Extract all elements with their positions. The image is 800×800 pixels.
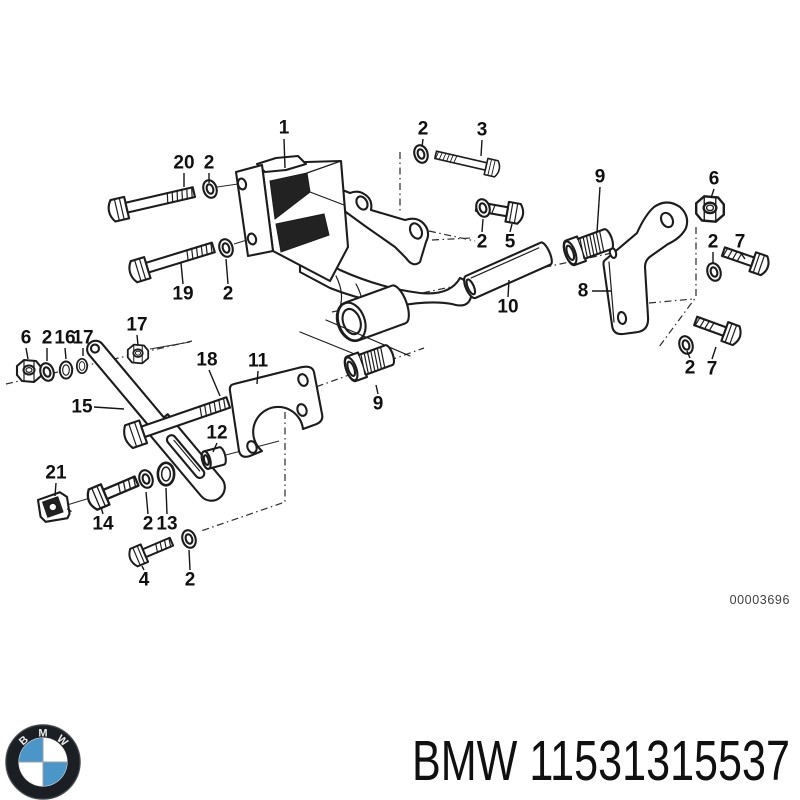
spacer-part-12 — [200, 446, 227, 470]
label-leader-line — [180, 262, 184, 285]
label-leader-line — [225, 258, 229, 285]
label-leader-line — [93, 406, 125, 410]
label-leader-line — [596, 186, 601, 233]
footer: B M W BMW 11531315537 — [5, 724, 790, 800]
part-label-2: 2 — [708, 232, 719, 253]
part-label-2: 2 — [418, 119, 429, 140]
lock-washer-2f — [675, 333, 697, 357]
label-leader-line — [256, 370, 259, 385]
part-label-6: 6 — [709, 169, 720, 190]
label-leader-line — [141, 565, 145, 571]
spacer-tube-part-10 — [463, 241, 553, 300]
part-number-text: BMW 11531315537 — [412, 729, 790, 793]
lock-washer-2i — [178, 527, 200, 551]
support-bracket-part-8 — [602, 201, 689, 336]
lock-washer-2g — [36, 360, 58, 384]
bolt-14 — [83, 469, 143, 513]
label-leader-line — [507, 279, 510, 298]
bracket-part-1 — [234, 154, 473, 358]
lock-washer-2b — [215, 236, 237, 260]
part-label-2: 2 — [685, 358, 696, 379]
label-leader-line — [64, 347, 67, 360]
label-leader-line — [208, 369, 221, 397]
hex-nut-6-left — [15, 358, 43, 384]
part-label-7: 7 — [707, 359, 718, 380]
part-label-14: 14 — [92, 514, 114, 535]
hex-nut-6-right — [694, 195, 726, 223]
label-leader-line — [165, 487, 168, 515]
part-label-17: 17 — [72, 328, 93, 349]
part-label-5: 5 — [505, 232, 516, 253]
part-label-16: 16 — [54, 328, 75, 349]
label-leader-line — [739, 251, 746, 260]
part-label-6: 6 — [21, 328, 32, 349]
part-label-11: 11 — [248, 351, 269, 372]
part-label-18: 18 — [196, 350, 217, 371]
bolt-20 — [105, 180, 198, 224]
part-label-3: 3 — [477, 120, 488, 141]
part-label-20: 20 — [173, 153, 194, 174]
label-leader-line — [480, 139, 483, 157]
part-label-2: 2 — [143, 514, 154, 535]
part-label-15: 15 — [71, 397, 93, 418]
drawing-number: 00003696 — [730, 593, 790, 607]
square-nut-part-21 — [36, 491, 72, 523]
part-label-2: 2 — [223, 284, 234, 305]
logo-letter-m: M — [38, 728, 47, 740]
label-leader-line — [25, 347, 29, 360]
lock-washer-2e — [703, 260, 725, 284]
label-leader-line — [212, 442, 218, 453]
washer-16 — [58, 360, 74, 380]
washer-13 — [156, 461, 176, 487]
bolt-3 — [432, 146, 502, 179]
label-leader-line — [188, 549, 191, 571]
lock-washer-2a — [199, 177, 221, 201]
label-leader-line — [54, 482, 57, 497]
part-label-19: 19 — [172, 284, 193, 305]
bmw-logo: B M W — [5, 724, 81, 800]
label-leader-line — [283, 138, 286, 169]
label-leader-line — [481, 218, 484, 233]
part-label-2: 2 — [204, 153, 215, 174]
label-leader-line — [421, 138, 424, 148]
label-leader-line — [686, 350, 691, 359]
flange-nut-17a — [75, 357, 89, 375]
bolt-7-lower — [691, 310, 745, 348]
logo-quadrants — [19, 738, 67, 786]
label-leader-line — [100, 506, 104, 515]
part-label-9: 9 — [373, 394, 384, 415]
label-leader-line — [509, 223, 513, 233]
part-label-4: 4 — [139, 570, 150, 591]
bushing-9-lower — [341, 340, 399, 384]
label-leader-line — [711, 346, 717, 360]
label-leader-line — [710, 188, 715, 199]
label-leader-line — [136, 334, 139, 346]
part-label-7: 7 — [735, 232, 746, 253]
bolt-19 — [125, 235, 218, 285]
bolt-7-upper — [719, 241, 773, 278]
part-label-2: 2 — [185, 570, 196, 591]
part-label-8: 8 — [578, 281, 589, 302]
part-label-2: 2 — [477, 232, 488, 253]
lock-washer-2h — [135, 467, 157, 491]
part-label-1: 1 — [279, 118, 290, 139]
part-label-2: 2 — [42, 328, 53, 349]
bolt-4 — [125, 531, 177, 569]
label-leader-line — [145, 491, 149, 515]
part-label-13: 13 — [156, 514, 177, 535]
flange-nut-17b — [126, 343, 150, 365]
label-leader-line — [375, 384, 379, 395]
part-label-17: 17 — [126, 315, 147, 336]
lock-washer-2c — [410, 142, 432, 166]
part-label-10: 10 — [497, 297, 518, 318]
lock-washer-2d — [472, 196, 494, 220]
part-label-21: 21 — [45, 463, 67, 484]
part-label-12: 12 — [206, 423, 227, 444]
plate-part-11 — [228, 365, 324, 458]
part-label-9: 9 — [595, 167, 606, 188]
